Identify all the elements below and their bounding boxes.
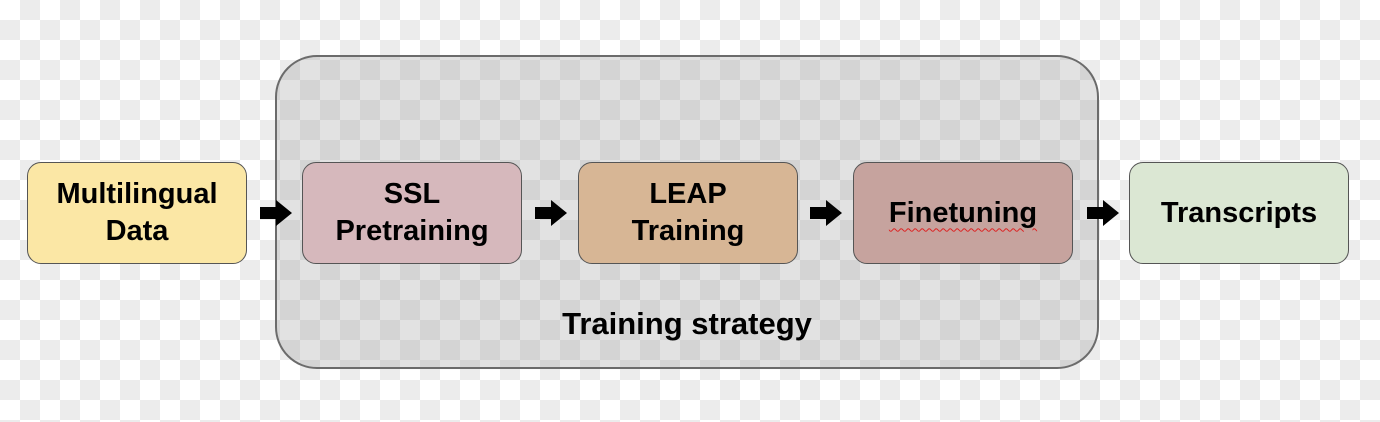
multilingual-data-node: Multilingual Data xyxy=(27,162,247,264)
finetuning-label: Finetuning xyxy=(888,196,1038,229)
leap-training-node: LEAP Training xyxy=(578,162,798,264)
arrow-icon xyxy=(810,200,842,226)
ssl-pretraining-node: SSL Pretraining xyxy=(302,162,522,264)
arrow-icon xyxy=(1087,200,1119,226)
transcripts-node: Transcripts xyxy=(1129,162,1349,264)
arrow-icon xyxy=(535,200,567,226)
training-strategy-label: Training strategy xyxy=(562,306,812,341)
arrow-icon xyxy=(260,200,292,226)
finetuning-node: Finetuning xyxy=(853,162,1073,264)
